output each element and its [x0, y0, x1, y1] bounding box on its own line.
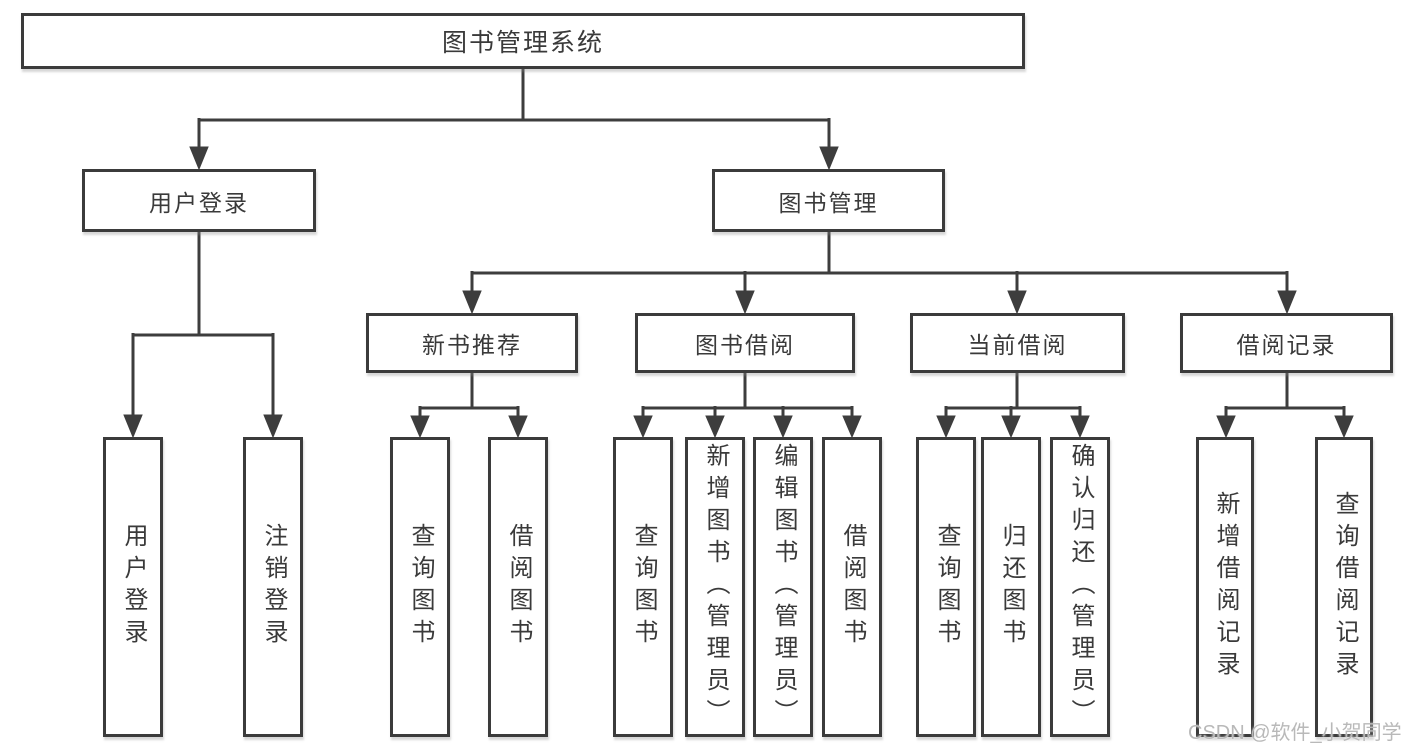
node-root-label: 图书管理系统 [441, 29, 604, 57]
node-query-books-current: 查询图书 [916, 437, 976, 737]
node-borrow-records-label: 借阅记录 [1236, 332, 1337, 358]
node-confirm-return-admin-label: 确认归还（管理员） [1067, 443, 1094, 731]
node-borrow-books-recommend-label: 借阅图书 [505, 523, 532, 651]
node-book-borrow: 图书借阅 [635, 313, 855, 373]
node-logout-leaf-label: 注销登录 [260, 523, 287, 651]
edges-new-book-recommend [410, 373, 528, 439]
node-add-borrow-record-label: 新增借阅记录 [1212, 491, 1239, 683]
node-book-management: 图书管理 [712, 169, 945, 232]
node-query-books-borrow: 查询图书 [613, 437, 673, 737]
node-borrow-books-leaf: 借阅图书 [822, 437, 882, 737]
node-borrow-books-leaf-label: 借阅图书 [839, 523, 866, 651]
node-edit-book-admin-label: 编辑图书（管理员） [770, 443, 797, 731]
node-current-borrow-label: 当前借阅 [967, 332, 1068, 358]
node-add-book-admin: 新增图书（管理员） [685, 437, 745, 737]
node-root: 图书管理系统 [21, 13, 1025, 69]
node-add-book-admin-label: 新增图书（管理员） [702, 443, 729, 731]
node-new-book-recommend-label: 新书推荐 [422, 332, 522, 358]
node-add-borrow-record: 新增借阅记录 [1196, 437, 1254, 737]
node-current-borrow: 当前借阅 [910, 313, 1125, 373]
node-query-borrow-record-label: 查询借阅记录 [1331, 491, 1358, 683]
node-query-books-borrow-label: 查询图书 [630, 523, 657, 651]
node-query-books-recommend: 查询图书 [390, 437, 450, 737]
node-query-books-recommend-label: 查询图书 [407, 523, 434, 651]
node-user-login-leaf: 用户登录 [103, 437, 163, 737]
node-edit-book-admin: 编辑图书（管理员） [753, 437, 813, 737]
node-user-login-leaf-label: 用户登录 [120, 523, 147, 651]
edges-book-management [462, 232, 1297, 315]
node-confirm-return-admin: 确认归还（管理员） [1050, 437, 1110, 737]
node-return-books: 归还图书 [981, 437, 1041, 737]
edges-current-borrow [936, 373, 1090, 439]
edges-borrow-records [1216, 373, 1354, 439]
edges-root [189, 69, 839, 171]
node-new-book-recommend: 新书推荐 [366, 313, 578, 373]
watermark: CSDN @软件_小贺同学 [1188, 722, 1402, 744]
edges-book-borrow [633, 373, 862, 439]
node-book-management-label: 图书管理 [778, 189, 879, 216]
node-book-borrow-label: 图书借阅 [695, 332, 795, 358]
node-user-login: 用户登录 [82, 169, 316, 232]
edges-user-login [123, 232, 283, 439]
node-user-login-label: 用户登录 [149, 189, 249, 216]
node-query-borrow-record: 查询借阅记录 [1315, 437, 1373, 737]
node-logout-leaf: 注销登录 [243, 437, 303, 737]
node-return-books-label: 归还图书 [998, 523, 1025, 651]
node-query-books-current-label: 查询图书 [933, 523, 960, 651]
node-borrow-records: 借阅记录 [1180, 313, 1393, 373]
node-borrow-books-recommend: 借阅图书 [488, 437, 548, 737]
